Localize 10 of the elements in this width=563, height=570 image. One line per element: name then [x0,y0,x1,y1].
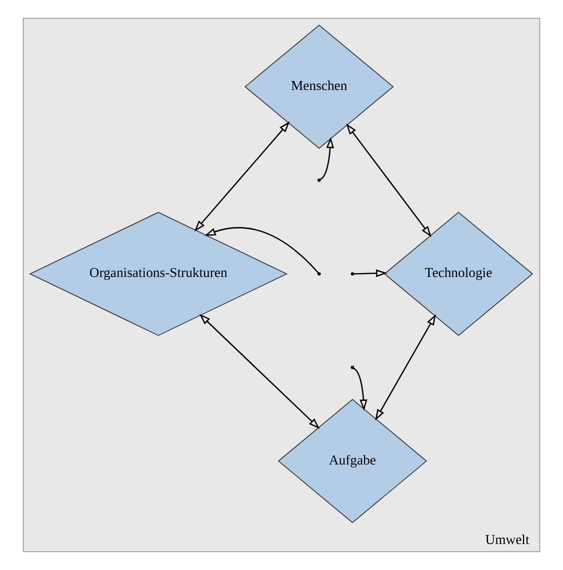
node-diamond: Organisations-Strukturen [29,212,288,336]
arrow [204,227,319,274]
arrow [194,121,290,232]
arrow [346,124,432,238]
arrow [320,136,334,180]
arrow [375,314,436,421]
arrow [199,314,320,429]
arrow [354,269,388,278]
arrow [353,368,368,411]
node-diamond: Technologie [384,212,534,336]
